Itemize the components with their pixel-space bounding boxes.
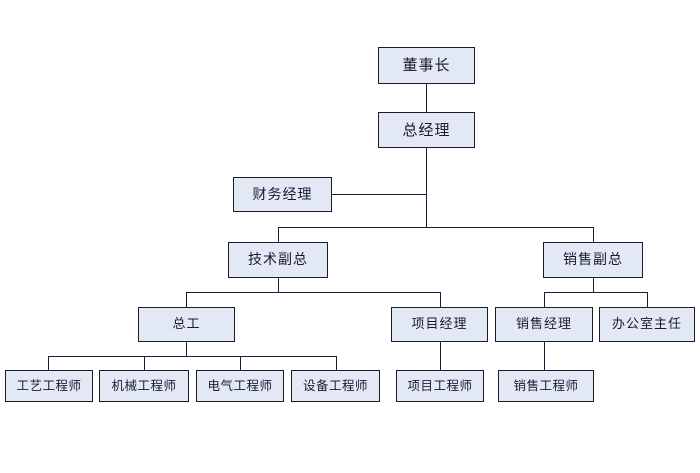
connector-bus-sales-vp bbox=[544, 292, 648, 293]
connector-sales-vp-trunk bbox=[593, 278, 594, 292]
connector-gm-trunk bbox=[426, 148, 427, 227]
node-chief-engineer[interactable]: 总工 bbox=[138, 307, 235, 342]
node-project-manager[interactable]: 项目经理 bbox=[391, 307, 488, 342]
connector-bus-vps bbox=[278, 227, 594, 228]
node-process-engineer[interactable]: 工艺工程师 bbox=[5, 370, 93, 402]
node-finance-manager[interactable]: 财务经理 bbox=[233, 177, 332, 212]
node-electrical-engineer[interactable]: 电气工程师 bbox=[196, 370, 284, 402]
node-sales-manager[interactable]: 销售经理 bbox=[495, 307, 593, 342]
connector-drop-sales-vp bbox=[593, 227, 594, 242]
connector-drop-office-dir bbox=[647, 292, 648, 307]
connector-bus-engineers bbox=[48, 356, 336, 357]
connector-bus-tech-vp bbox=[186, 292, 440, 293]
connector-sales-mgr-to-eng bbox=[544, 342, 545, 370]
connector-drop-chief-eng bbox=[186, 292, 187, 307]
connector-drop-equip-eng bbox=[336, 356, 337, 370]
connector-drop-mech-eng bbox=[144, 356, 145, 370]
connector-chief-eng-trunk bbox=[186, 342, 187, 356]
node-equipment-engineer[interactable]: 设备工程师 bbox=[291, 370, 380, 402]
connector-drop-sales-mgr bbox=[544, 292, 545, 307]
connector-drop-elec-eng bbox=[240, 356, 241, 370]
connector-drop-tech-vp bbox=[278, 227, 279, 242]
connector-tech-vp-trunk bbox=[278, 278, 279, 292]
node-office-director[interactable]: 办公室主任 bbox=[599, 307, 695, 342]
node-general-manager[interactable]: 总经理 bbox=[378, 112, 475, 148]
connector-finance-manager bbox=[332, 194, 426, 195]
node-project-engineer[interactable]: 项目工程师 bbox=[396, 370, 484, 402]
node-sales-engineer[interactable]: 销售工程师 bbox=[498, 370, 594, 402]
connector-drop-process-eng bbox=[48, 356, 49, 370]
node-mechanical-engineer[interactable]: 机械工程师 bbox=[99, 370, 189, 402]
node-chairman[interactable]: 董事长 bbox=[378, 47, 475, 84]
node-sales-vp[interactable]: 销售副总 bbox=[543, 242, 643, 278]
connector-project-mgr-to-eng bbox=[440, 342, 441, 370]
node-technical-vp[interactable]: 技术副总 bbox=[228, 242, 328, 278]
connector-drop-project-mgr bbox=[440, 292, 441, 307]
connector-chairman-to-gm bbox=[426, 84, 427, 112]
